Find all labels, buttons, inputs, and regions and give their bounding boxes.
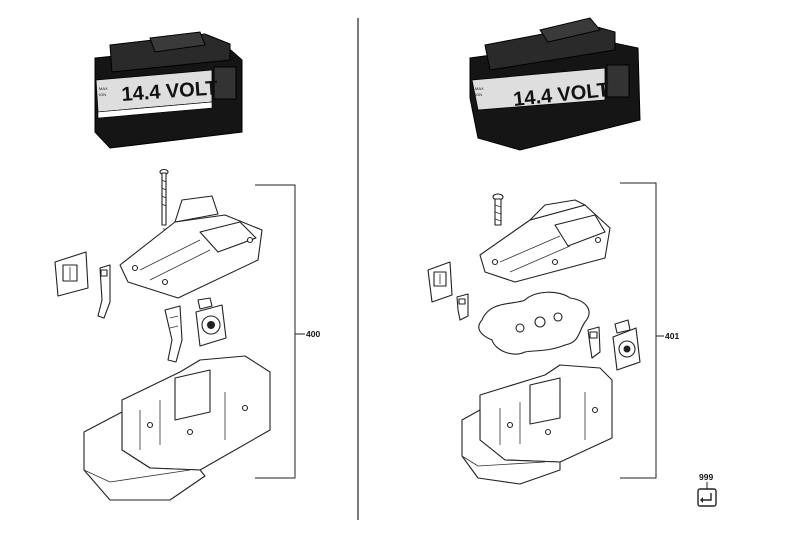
reference-999: 999 bbox=[697, 472, 717, 507]
svg-text:MAX: MAX bbox=[475, 86, 484, 91]
left-assembly-part-number: 400 bbox=[306, 329, 320, 339]
left-assembly: MAX ION 14.4 VOLT bbox=[54, 31, 320, 501]
right-assembly-bracket bbox=[620, 182, 657, 479]
svg-text:ION: ION bbox=[475, 92, 482, 97]
svg-text:MAX: MAX bbox=[99, 86, 108, 91]
left-assembly-bracket bbox=[255, 184, 296, 479]
right-assembly: MAX ION 14.4 VOLT bbox=[427, 17, 679, 485]
left-contact-strips bbox=[164, 305, 183, 363]
right-terminal-plate bbox=[427, 261, 453, 303]
left-battery-pack-image: MAX ION bbox=[94, 31, 243, 149]
right-assembly-part-number: 401 bbox=[665, 331, 679, 341]
right-gasket bbox=[478, 291, 590, 355]
right-switch-part bbox=[612, 319, 641, 371]
reference-number: 999 bbox=[699, 472, 713, 482]
right-contact-strip bbox=[587, 326, 601, 359]
svg-text:ION: ION bbox=[99, 92, 106, 97]
right-bottom-housing bbox=[461, 364, 613, 485]
right-top-cover bbox=[479, 199, 611, 283]
left-terminal-plate bbox=[54, 251, 89, 297]
right-battery-pack-image: MAX ION bbox=[469, 17, 641, 151]
right-small-contact bbox=[456, 293, 469, 321]
right-screw bbox=[492, 193, 504, 226]
left-switch-part bbox=[195, 297, 227, 347]
left-contact-spring bbox=[97, 264, 111, 319]
return-arrow-icon bbox=[697, 488, 717, 507]
left-bottom-housing bbox=[83, 355, 271, 501]
left-top-cover bbox=[119, 195, 263, 299]
